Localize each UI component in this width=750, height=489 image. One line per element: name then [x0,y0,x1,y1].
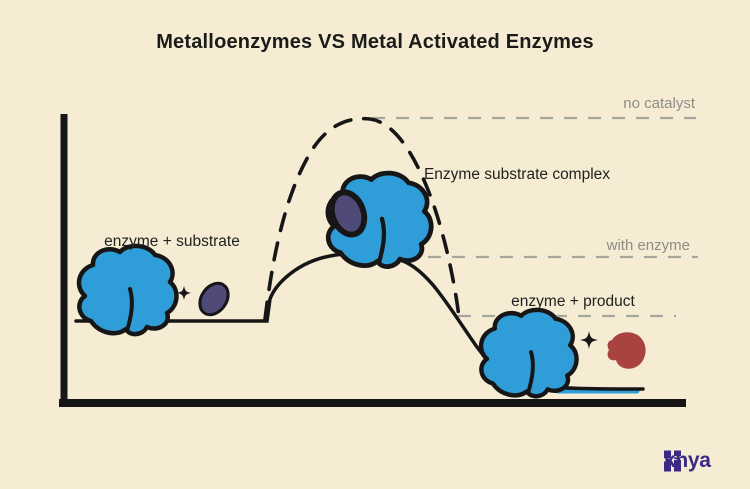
knya-logo-icon [664,450,681,472]
label-enzyme-plus-substrate: enzyme + substrate [104,233,240,250]
page-title: Metalloenzymes VS Metal Activated Enzyme… [156,31,594,53]
label-enzyme-substrate-complex: Enzyme substrate complex [423,166,611,183]
label-with-enzyme: with enzyme [606,237,690,254]
enzyme-substrate-complex-blob [326,173,431,266]
label-no-catalyst: no catalyst [623,95,695,112]
label-enzyme-plus-product: enzyme + product [511,293,635,310]
enzyme-blob-right [481,310,577,396]
no-catalyst-curve [263,116,461,321]
sparkle-icon-left [176,285,192,301]
product-molecule [607,332,646,369]
enzyme-blob-left [79,246,176,334]
substrate-molecule [198,281,230,317]
brand-logo: knya [664,450,711,472]
bound-substrate [328,189,368,238]
sparkle-icon-right [580,331,598,349]
